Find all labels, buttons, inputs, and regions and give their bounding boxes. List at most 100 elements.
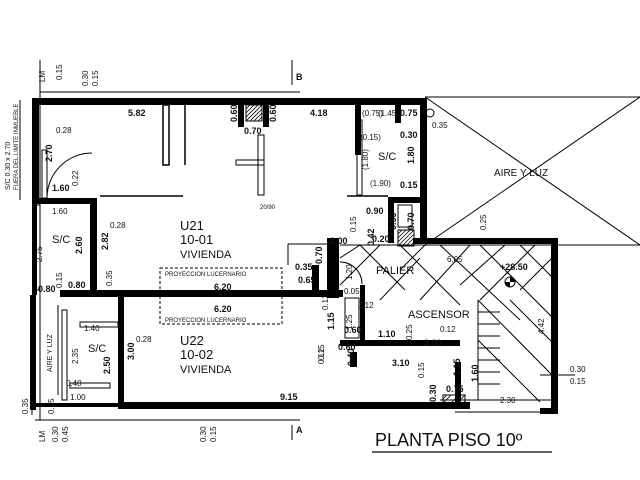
dim-0-80-b: 0.80 [68,280,86,290]
dim-0-15-f: 0.15 [570,377,586,386]
section-a-label: A [296,425,303,435]
dim-0-05: 0.05 [344,287,360,296]
dim-top-0-15-a: 0.15 [55,64,64,80]
dim-1-60-b: 1.60 [52,207,68,216]
walls [30,98,558,414]
proyeccion-label-1: PROYECCION LUCERNARIO [165,272,247,278]
unit-u22-label: VIVIENDA [180,364,232,376]
dim-1-60-a: 1.60 [52,183,70,193]
dim-0-12-b: 0.12 [321,294,330,310]
palier-label: PALIER [376,265,414,277]
labels: PLANTA PISO 10º B A U21 10-01 VIVIENDA U… [5,71,552,453]
dim-1-80: 1.80 [406,146,416,164]
dim-0-15-a: 0.15 [55,272,64,288]
side-note-2: FUERA DEL LIMITE INMUEBLE [14,104,20,190]
dim-0-60-d: 0.60 [338,342,356,352]
dim-bottom-0-45: 0.45 [61,426,70,442]
dim-1-90-paren: (1.90) [370,179,391,188]
dim-3-10: 3.10 [392,358,410,368]
ascensor-label: ASCENSOR [408,309,470,321]
dim-0-70: 0.70 [244,126,262,136]
dim-0-75-paren: (0.75) [362,109,383,118]
dim-2-00-b: 2.00 [424,338,442,348]
dim-0-70-c: 0.70 [314,246,324,264]
plan-title: PLANTA PISO 10º [375,430,523,450]
sc-room-2: S/C [52,234,70,246]
dim-1-40: 1.40 [84,324,100,333]
sc-room-1: S/C [378,151,396,163]
dim-0-25-b: 0.25 [405,324,414,340]
unit-u21-code: 10-01 [180,232,213,247]
dim-0-30-c: 0.30 [570,365,586,374]
dim-0-40-a: 0.40 [346,348,356,366]
dim-0-15-d: 0.15 [317,344,326,360]
dim-2-82: 2.82 [100,232,110,250]
dim-3-00: 3.00 [126,342,136,360]
dim-0-90: 0.90 [366,206,384,216]
dim-top-0-15-b: 0.15 [91,70,100,86]
dim-0-80-a: 0.80 [38,284,56,294]
dim-2-35: 2.35 [71,348,80,364]
dim-1-00: 1.00 [70,393,86,402]
dim-0-60-a: 0.60 [229,104,239,122]
dim-1-15-b: 1.15 [452,358,462,376]
aire-luz-top-label: AIRE Y LUZ [494,168,548,179]
dim-2-00-a: 2.00 [330,236,348,246]
dim-0-15-b: 0.15 [400,180,418,190]
aire-y-luz-left [39,305,59,395]
dim-5-82: 5.82 [128,108,146,118]
dim-1-10: 1.10 [378,329,396,339]
dim-0-35-b: 0.35 [432,121,448,130]
dim-0-35-c: 0.35 [295,262,313,272]
dim-0-12-d: 0.12 [317,348,326,364]
dim-1-60-c: 1.60 [470,364,480,382]
columns [245,104,466,408]
dim-20-90: 20/90 [260,205,276,211]
dim-0-28-b: 0.28 [110,221,126,230]
unit-u22-code: 10-02 [180,347,213,362]
dim-1-80-paren: (1.80) [361,149,370,170]
dim-0-35-a: 0.35 [105,270,114,286]
partitions [34,104,388,401]
dim-2-30: 2.30 [500,396,516,405]
dim-0-28-c: 0.28 [136,335,152,344]
dim-bottom-0-30-a: 0.30 [51,426,60,442]
skylight-projections [159,267,283,325]
dim-4-18: 4.18 [310,108,328,118]
dim-0-75-c: 0.75 [446,384,464,394]
palier-hatch [339,108,556,403]
dimension-texts: 5.82 4.18 0.60 0.60 0.70 0.28 2.70 1.60 … [21,64,586,442]
lm-bottom-label: LM [38,431,47,442]
dim-0-30: 0.30 [400,130,418,140]
dim-0-25-a: 0.25 [479,214,488,230]
dim-0-75-b: 0.75 [400,108,418,118]
unit-u21-label: VIVIENDA [180,249,232,261]
dim-0-28-a: 0.28 [56,126,72,135]
dim-0-50: 0.50 [388,212,398,230]
unit-u21-id: U21 [180,218,204,233]
dim-0-60-b: 0.60 [268,104,278,122]
dim-0-20: 0.20 [372,234,390,244]
dim-2-75: 2.75 [35,246,44,262]
dim-2-50: 2.50 [102,356,112,374]
dim-0-42: 0.42 [366,228,376,246]
dim-9-15: 9.15 [280,392,298,402]
dim-6-20-b: 6.20 [214,304,232,314]
lm-top-label: LM [38,71,47,82]
dim-1-25: 1.25 [345,314,354,330]
dim-0-30-b: 0.30 [428,384,438,402]
unit-u22-id: U22 [180,333,204,348]
dim-6-20-a: 6.20 [214,282,232,292]
dim-0-15-paren: (0.15) [360,133,381,142]
dim-0-70-b: 0.70 [406,212,416,230]
dim-bottom-0-30-b: 0.30 [199,426,208,442]
dim-1-15-a: 1.15 [326,312,336,330]
dim-0-35-d: 0.35 [21,398,30,414]
side-note: S/C 0.30 x 2.70 [5,142,12,190]
level-mark: +28.50 [500,262,528,272]
dim-0-12-a: 0.12 [358,301,374,310]
dim-1-45-paren: (1.45) [378,109,399,118]
dim-0-15-e: 0.15 [417,362,426,378]
dim-2-70: 2.70 [44,144,54,162]
